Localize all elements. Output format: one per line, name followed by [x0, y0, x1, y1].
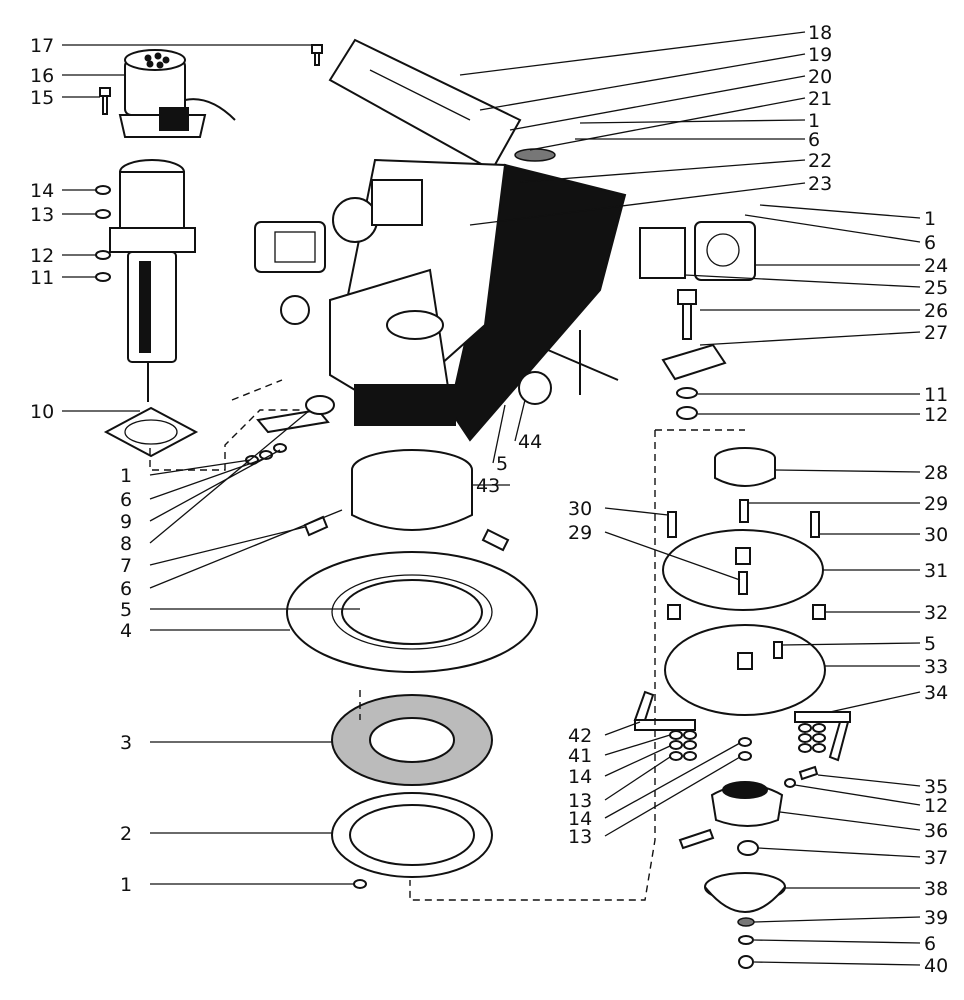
- callout-1: 1: [808, 110, 820, 132]
- callout-32: 32: [924, 602, 948, 624]
- callout-7: 7: [120, 555, 132, 577]
- callout-30: 30: [568, 498, 592, 520]
- callout-8: 8: [120, 533, 132, 555]
- callout-27: 27: [924, 322, 948, 344]
- callout-21: 21: [808, 88, 832, 110]
- callout-42: 42: [568, 725, 592, 747]
- callout-11: 11: [924, 384, 948, 406]
- callout-26: 26: [924, 300, 948, 322]
- callout-40: 40: [924, 955, 948, 977]
- callout-23: 23: [808, 173, 832, 195]
- callout-6: 6: [120, 578, 132, 600]
- callout-14: 14: [568, 808, 592, 830]
- callout-12: 12: [924, 795, 948, 817]
- callout-37: 37: [924, 847, 948, 869]
- alignment-lines: [149, 379, 745, 901]
- callout-6: 6: [120, 489, 132, 511]
- callout-12: 12: [924, 404, 948, 426]
- callout-36: 36: [924, 820, 948, 842]
- callouts-right-bottom: 28 29 30 31 32 5 33 34 35 12 36 37 38 39…: [924, 462, 948, 977]
- callout-38: 38: [924, 878, 948, 900]
- callout-15: 15: [30, 87, 54, 109]
- callout-12: 12: [30, 245, 54, 267]
- callout-22: 22: [808, 150, 832, 172]
- callout-1: 1: [120, 874, 132, 896]
- callout-9: 9: [120, 511, 132, 533]
- leader-lines: [62, 31, 921, 966]
- callout-24: 24: [924, 255, 948, 277]
- callouts-inner: 44 5 43 30 29 42 41 14 13 14 13: [476, 431, 592, 848]
- callout-30: 30: [924, 524, 948, 546]
- callout-44: 44: [518, 431, 542, 453]
- callout-11: 11: [30, 267, 54, 289]
- callout-28: 28: [924, 462, 948, 484]
- callout-6: 6: [808, 129, 820, 151]
- base-assembly: [286, 449, 538, 889]
- drive-assembly: [633, 447, 851, 969]
- callouts-right-top: 18 19 20 21 1 6 22 23 1 6 24 25 26 27 11…: [808, 22, 948, 426]
- callout-2: 2: [120, 823, 132, 845]
- callout-29: 29: [924, 493, 948, 515]
- callout-1: 1: [120, 465, 132, 487]
- callout-10: 10: [30, 401, 54, 423]
- callout-34: 34: [924, 682, 948, 704]
- motor-assembly: [95, 44, 323, 458]
- callout-33: 33: [924, 656, 948, 678]
- main-housing: [245, 38, 756, 552]
- callout-5: 5: [496, 453, 508, 475]
- callout-14: 14: [568, 766, 592, 788]
- callout-31: 31: [924, 560, 948, 582]
- callout-13: 13: [30, 204, 54, 226]
- callouts-left: 17 16 15 14 13 12 11 10 1 6 9 8 7 6 5 4 …: [30, 35, 132, 896]
- callout-13: 13: [568, 826, 592, 848]
- callout-43: 43: [476, 475, 500, 497]
- callout-5: 5: [924, 633, 936, 655]
- callout-13: 13: [568, 790, 592, 812]
- callout-1: 1: [924, 208, 936, 230]
- callout-35: 35: [924, 776, 948, 798]
- callout-25: 25: [924, 277, 948, 299]
- callout-4: 4: [120, 620, 132, 642]
- callout-5: 5: [120, 599, 132, 621]
- callout-20: 20: [808, 66, 832, 88]
- callout-14: 14: [30, 180, 54, 202]
- callout-18: 18: [808, 22, 832, 44]
- callout-17: 17: [30, 35, 54, 57]
- callout-6: 6: [924, 232, 936, 254]
- callout-29: 29: [568, 522, 592, 544]
- callout-39: 39: [924, 907, 948, 929]
- callout-3: 3: [120, 732, 132, 754]
- callout-6: 6: [924, 933, 936, 955]
- callout-19: 19: [808, 44, 832, 66]
- callout-16: 16: [30, 65, 54, 87]
- callout-41: 41: [568, 745, 592, 767]
